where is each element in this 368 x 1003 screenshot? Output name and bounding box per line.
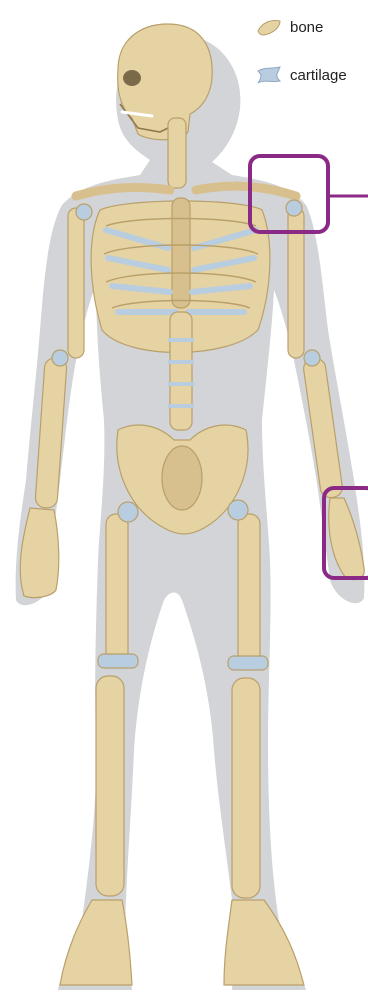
right-hip-cartilage	[228, 500, 248, 520]
legend: bone cartilage	[256, 14, 347, 88]
cartilage-swatch-icon	[256, 65, 282, 85]
left-femur	[106, 514, 128, 664]
legend-item-bone: bone	[256, 14, 347, 40]
left-knee-cartilage	[98, 654, 138, 668]
bone-swatch-icon	[256, 17, 282, 37]
legend-label: cartilage	[290, 67, 347, 84]
left-elbow-cartilage	[52, 350, 68, 366]
sternum	[172, 198, 190, 308]
lumbar-spine	[170, 312, 192, 430]
legend-item-cartilage: cartilage	[256, 62, 347, 88]
right-foot	[224, 900, 304, 985]
left-shoulder-cartilage	[76, 204, 92, 220]
right-femur	[238, 514, 260, 664]
left-hip-cartilage	[118, 502, 138, 522]
cervical-spine	[168, 118, 186, 188]
legend-label: bone	[290, 19, 323, 36]
right-tibia	[232, 678, 260, 898]
left-humerus	[68, 208, 84, 358]
left-tibia	[96, 676, 124, 896]
right-elbow-cartilage	[304, 350, 320, 366]
sacrum	[162, 446, 202, 510]
right-knee-cartilage	[228, 656, 268, 670]
left-foot	[60, 900, 132, 985]
eye-socket	[123, 70, 141, 86]
right-shoulder-cartilage	[286, 200, 302, 216]
